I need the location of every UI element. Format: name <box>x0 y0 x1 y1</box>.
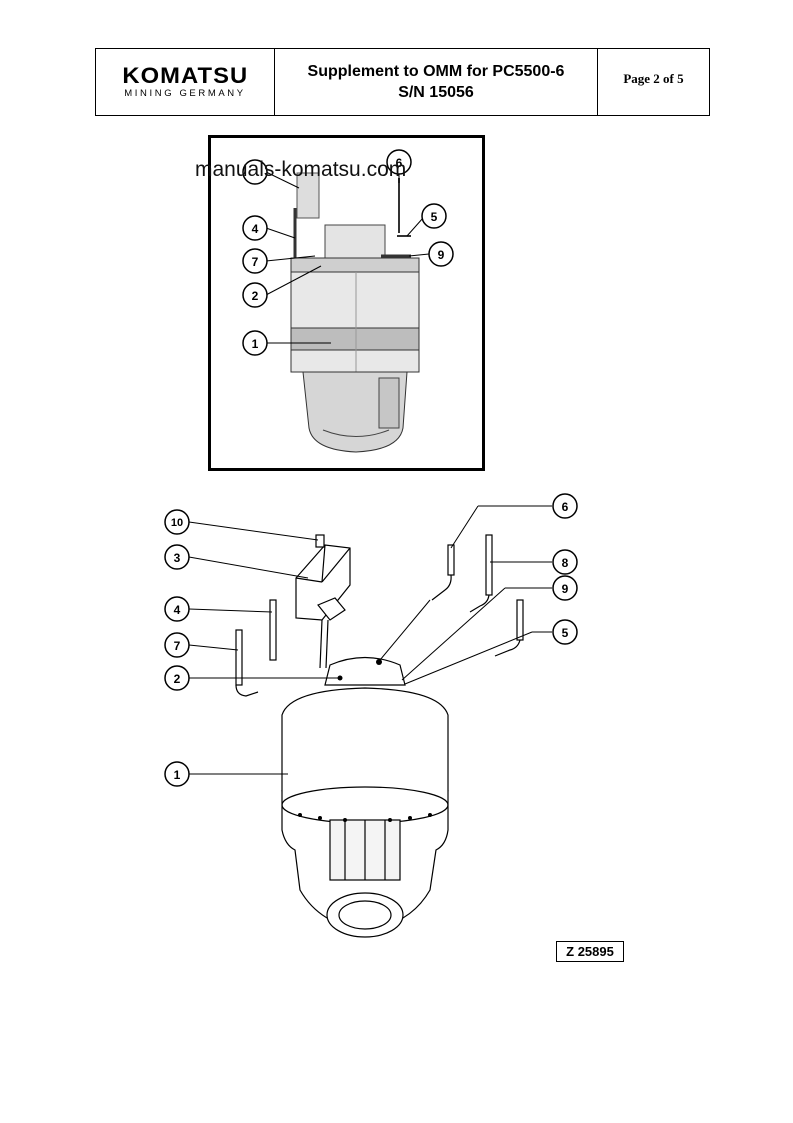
photo-callout-5: 5 <box>421 203 447 229</box>
title-line-1: Supplement to OMM for PC5500-6 <box>307 63 565 80</box>
svg-text:2: 2 <box>174 672 181 686</box>
svg-text:1: 1 <box>252 337 259 351</box>
svg-text:6: 6 <box>562 500 569 514</box>
drawing-callout-7: 7 <box>164 632 190 658</box>
drawing-callout-10: 10 <box>164 509 190 535</box>
svg-text:2: 2 <box>252 289 259 303</box>
document-title: Supplement to OMM for PC5500-6 S/N 15056 <box>275 49 598 115</box>
svg-text:7: 7 <box>252 255 259 269</box>
drawing-callout-2: 2 <box>164 665 190 691</box>
svg-text:8: 8 <box>562 556 569 570</box>
svg-text:1: 1 <box>174 768 181 782</box>
svg-text:4: 4 <box>252 222 259 236</box>
svg-text:5: 5 <box>562 626 569 640</box>
logo-wordmark: KOMATSU <box>122 63 248 88</box>
drawing-callout-1: 1 <box>164 761 190 787</box>
svg-text:9: 9 <box>438 248 445 262</box>
drawing-callout-3: 3 <box>164 544 190 570</box>
logo-subtitle: MINING GERMANY <box>124 88 246 99</box>
page-number: Page 2 of 5 <box>623 71 684 86</box>
drawing-reference-number: Z 25895 <box>556 941 624 962</box>
drawing-callout-6: 6 <box>552 493 578 519</box>
svg-text:4: 4 <box>174 603 181 617</box>
drawing-callout-8: 8 <box>552 549 578 575</box>
photo-callout-7: 7 <box>242 248 268 274</box>
watermark-text: manuals-komatsu.com <box>195 158 407 181</box>
document-header: KOMATSU MINING GERMANY Supplement to OMM… <box>95 48 710 116</box>
company-logo: KOMATSU MINING GERMANY <box>96 49 275 115</box>
title-line-2: S/N 15056 <box>398 84 474 101</box>
svg-text:10: 10 <box>171 517 183 529</box>
photo-callout-6: 6 <box>386 149 412 175</box>
photo-callout-top-left <box>242 159 268 185</box>
drawing-callout-4: 4 <box>164 596 190 622</box>
photo-callout-1: 1 <box>242 330 268 356</box>
svg-text:5: 5 <box>431 210 438 224</box>
drawing-callout-5: 5 <box>552 619 578 645</box>
photo-callout-4: 4 <box>242 215 268 241</box>
svg-text:3: 3 <box>174 551 181 565</box>
svg-text:9: 9 <box>562 582 569 596</box>
drawing-callout-9: 9 <box>552 575 578 601</box>
svg-text:7: 7 <box>174 639 181 653</box>
component-photo: 6 4 5 7 9 2 1 <box>208 135 485 471</box>
svg-text:6: 6 <box>396 156 403 170</box>
photo-illustration: 6 4 5 7 9 2 1 <box>242 149 454 453</box>
photo-callout-9: 9 <box>428 241 454 267</box>
photo-callout-2: 2 <box>242 282 268 308</box>
